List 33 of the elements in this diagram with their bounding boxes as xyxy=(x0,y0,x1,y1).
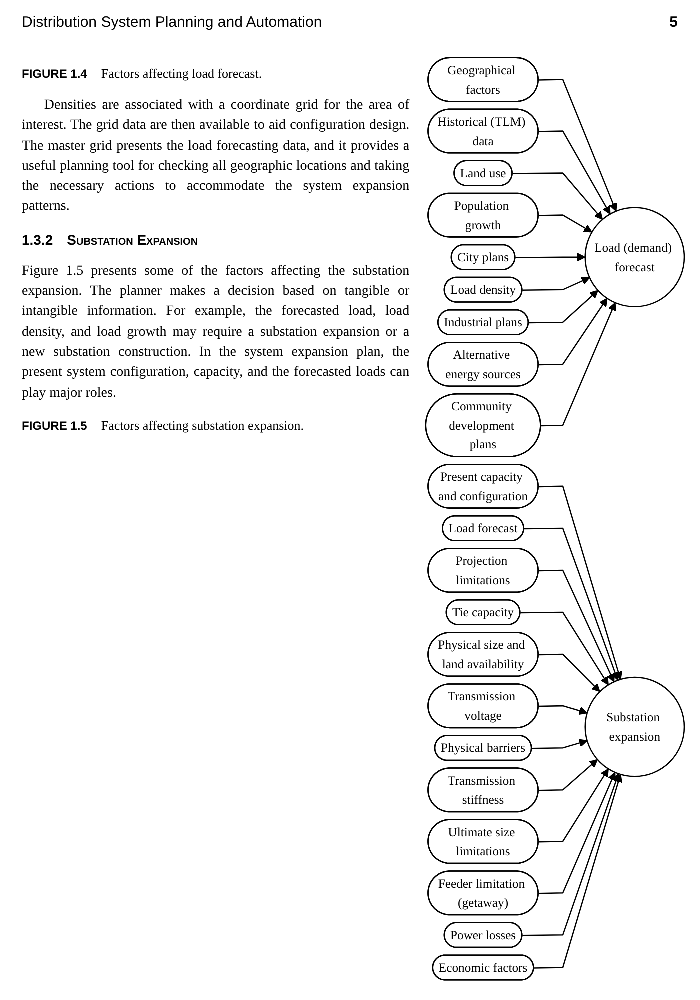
node-circle: Load (demand) forecast xyxy=(584,207,685,308)
arrow xyxy=(538,298,608,366)
arrow xyxy=(515,253,586,262)
arrow xyxy=(528,290,598,324)
arrow xyxy=(538,768,609,843)
section-number: 1.3.2 xyxy=(22,232,54,248)
body-paragraph: Figure 1.5 presents some of the factors affecting the substation expansion. The planner makes a decision based on tangible or intangible information. For example, the forecasted load, load density, and load growth may require a substation expansion or a new substation construction. In the system expansion plan, the present system configuration, capacity, and the forecasted loads can play major roles. xyxy=(22,262,410,403)
page-number: 5 xyxy=(670,14,678,31)
figure-caption: Factors affecting substation expansion. xyxy=(101,418,304,434)
arrow xyxy=(538,486,622,680)
figure-number: FIGURE 1.5 xyxy=(22,418,88,433)
arrow xyxy=(538,654,600,692)
node-circle: Substation expansion xyxy=(584,676,685,778)
section-heading: Substation Expansion xyxy=(67,232,198,248)
arrow xyxy=(538,772,616,894)
body-paragraph: Densities are associated with a coordinate grid for the area of interest. The grid data are then available to aid configuration design. The master grid presents the load forecasting data, and it provides a useful planning tool for checking all geographic locations and taking the necessary actions to accommodate the system expansion patterns. xyxy=(22,97,410,216)
arrow xyxy=(520,612,609,686)
arrow xyxy=(538,214,592,233)
arrow xyxy=(540,302,616,427)
arrow xyxy=(538,130,610,215)
arrow xyxy=(512,172,603,220)
arrow xyxy=(532,739,588,750)
figure-caption: Factors affecting load forecast. xyxy=(101,66,262,82)
arrow xyxy=(522,277,590,292)
arrow xyxy=(524,528,620,681)
arrow xyxy=(538,759,598,792)
figure-number: FIGURE 1.4 xyxy=(22,67,88,81)
arrow xyxy=(522,774,620,936)
arrow xyxy=(534,774,622,969)
arrow xyxy=(538,79,617,212)
arrow xyxy=(538,570,615,682)
arrow xyxy=(538,705,588,716)
running-header: Distribution System Planning and Automation xyxy=(22,14,322,31)
